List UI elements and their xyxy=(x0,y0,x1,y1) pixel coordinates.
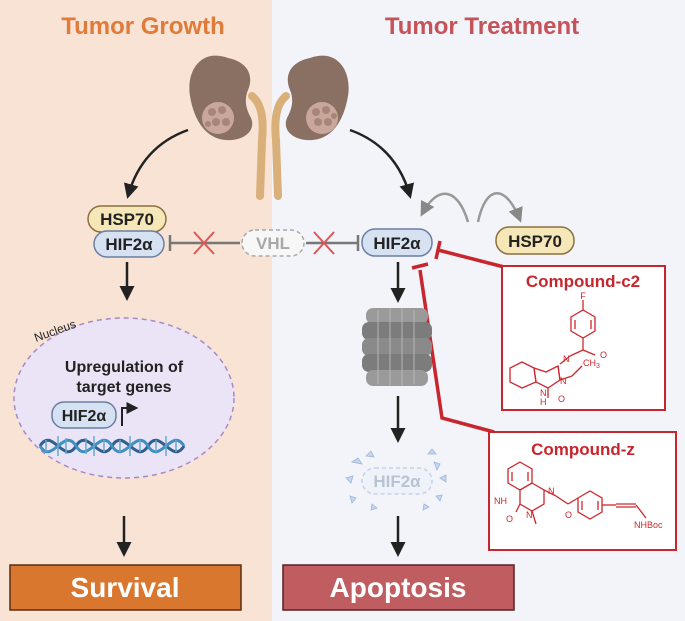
ureter-left-icon xyxy=(248,92,267,200)
c2-atom-ch3: CH3 xyxy=(583,358,600,370)
kidney-right-icon xyxy=(285,55,349,141)
hif2a-label-left: HIF2α xyxy=(105,235,153,254)
hsp70-label-left: HSP70 xyxy=(100,210,154,229)
ureter-right-icon xyxy=(271,92,290,200)
hsp70-node-left: HSP70 xyxy=(87,205,167,233)
right-panel-title: Tumor Treatment xyxy=(385,13,579,40)
apoptosis-box: Apoptosis xyxy=(282,564,515,611)
proteasome-icon xyxy=(362,308,432,386)
survival-label: Survival xyxy=(71,572,180,603)
c2-atom-n-ring: N xyxy=(560,376,567,386)
c2-atom-nh: N xyxy=(540,388,547,398)
hif2a-node-left: HIF2α xyxy=(93,230,165,258)
vhl-label: VHL xyxy=(256,234,290,253)
arrow-kidney-to-hif-right xyxy=(349,128,415,199)
kidney-left-icon xyxy=(189,55,253,141)
z-atom-o1: O xyxy=(506,514,513,524)
compound-z-name: Compound-z xyxy=(531,440,635,459)
c2-atom-h: H xyxy=(540,397,547,407)
degraded-hif2a: HIF2α xyxy=(345,448,447,511)
arrow-hsp70-away xyxy=(476,192,523,223)
arrow-kidney-to-hif-left xyxy=(123,128,189,199)
transcription-arrow-icon xyxy=(121,402,139,426)
c2-atom-o: O xyxy=(600,350,607,360)
z-atom-nhboc: NHBoc xyxy=(634,520,663,530)
inhibition-c2 xyxy=(434,240,509,270)
apoptosis-label: Apoptosis xyxy=(330,572,467,603)
compound-z-structure xyxy=(507,461,647,525)
nucleus-text-line1: Upregulation of xyxy=(65,359,184,376)
z-atom-o2: O xyxy=(565,510,572,520)
vhl-node: VHL xyxy=(241,229,305,257)
c2-atom-f: F xyxy=(580,291,586,301)
z-atom-n-imine: N xyxy=(548,486,555,496)
arrow-hsp70-release xyxy=(420,192,470,223)
hif2a-node-right: HIF2α xyxy=(361,228,433,257)
hsp70-node-right: HSP70 xyxy=(495,226,575,255)
hsp70-label-right: HSP70 xyxy=(508,232,562,251)
c2-atom-n-imine: N xyxy=(563,354,570,364)
z-atom-n-ring: N xyxy=(526,510,533,520)
degraded-hif2a-label: HIF2α xyxy=(373,472,421,491)
compound-c2-name: Compound-c2 xyxy=(526,272,640,291)
compound-c2-structure xyxy=(509,300,596,398)
compound-z-box: Compound-z NH N N O O NHBoc xyxy=(488,431,677,551)
compound-c2-box: Compound-c2 F O N N CH3 N H O xyxy=(501,265,666,411)
survival-box: Survival xyxy=(9,564,242,611)
vhl-inhibition-left xyxy=(168,231,240,255)
c2-atom-o2: O xyxy=(558,394,565,404)
left-panel-title: Tumor Growth xyxy=(61,13,225,40)
vhl-inhibition-right xyxy=(306,231,360,255)
nucleus: Nucleus Upregulation of target genes HIF… xyxy=(13,317,235,479)
gene-hif2a-label: HIF2α xyxy=(62,408,107,425)
dna-icon xyxy=(38,436,186,456)
fragments-icon xyxy=(345,448,447,511)
hif2a-label-right: HIF2α xyxy=(373,234,421,253)
nucleus-text-line2: target genes xyxy=(76,379,171,396)
z-atom-nh: NH xyxy=(494,496,507,506)
